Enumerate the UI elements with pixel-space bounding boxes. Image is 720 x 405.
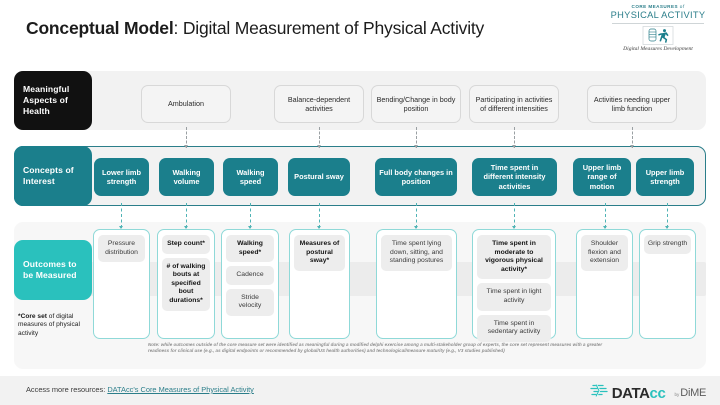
footer-resources-link[interactable]: DATAcc's Core Measures of Physical Activ… <box>107 385 254 394</box>
arrow-bending <box>413 145 418 148</box>
core-set-footnote: *Core set of digital measures of physica… <box>18 313 100 338</box>
concept-card-upper-limb-rom[interactable]: Upper limb range of motion <box>573 158 631 196</box>
connector-postural-sway <box>319 203 320 228</box>
arrow-balance <box>316 145 321 148</box>
outcome-column-walking-speed[interactable]: Walking speed* Cadence Stride velocity <box>221 229 279 339</box>
datacc-mark-icon <box>590 383 608 403</box>
meaningful-aspect-card-intensities[interactable]: Participating in activities of different… <box>469 85 559 123</box>
arrow-walking-speed <box>247 226 252 229</box>
dime-wordmark: DiME <box>680 387 706 399</box>
outcome-column-intensity-activities[interactable]: Time spent in moderate to vigorous physi… <box>472 229 556 342</box>
concept-card-intensity-activities[interactable]: Time spent in different intensity activi… <box>472 158 557 196</box>
dime-logo: by DiME <box>674 387 706 399</box>
page-title-bold: Conceptual Model <box>26 18 174 38</box>
arrow-intensity-activities <box>511 226 516 229</box>
logo-line-3: Digital Measures Development <box>623 46 693 52</box>
connector-walking-speed <box>250 203 251 228</box>
runner-icon <box>602 26 714 45</box>
outcome-chip[interactable]: Time spent in light activity <box>477 283 551 311</box>
connector-lower-limb-strength <box>121 203 122 228</box>
core-set-footnote-bold: *Core set <box>18 313 47 320</box>
outcome-chip-core[interactable]: Step count* <box>162 235 210 254</box>
arrow-full-body-changes <box>413 226 418 229</box>
connector-walking-volume <box>186 203 187 228</box>
outcome-column-full-body-changes[interactable]: Time spent lying down, sitting, and stan… <box>376 229 457 339</box>
outcome-chip[interactable]: Grip strength <box>644 235 691 254</box>
outcome-chip-core[interactable]: # of walking bouts at specified bout dur… <box>162 257 210 311</box>
outcome-chip[interactable]: Stride velocity <box>226 288 274 316</box>
explanatory-note: Note: while outcomes outside of the core… <box>148 342 603 354</box>
footer-resources-text: Access more resources: DATAcc's Core Mea… <box>26 385 254 394</box>
row-label-meaningful-aspects: Meaningful Aspects of Health <box>14 71 92 130</box>
connector-full-body-changes <box>416 203 417 228</box>
datacc-wordmark: DATAcc <box>611 384 666 402</box>
page-title-rest: : Digital Measurement of Physical Activi… <box>173 18 485 38</box>
footer-label: Access more resources: <box>26 385 108 394</box>
connector-intensities <box>514 127 515 148</box>
arrow-upper-limb-strength <box>664 226 669 229</box>
outcome-chip[interactable]: Time spent lying down, sitting, and stan… <box>381 235 452 271</box>
arrow-lower-limb-strength <box>118 226 123 229</box>
concept-card-upper-limb-strength[interactable]: Upper limb strength <box>636 158 694 196</box>
meaningful-aspect-card-bending[interactable]: Bending/Change in body position <box>371 85 461 123</box>
concept-card-walking-volume[interactable]: Walking volume <box>159 158 214 196</box>
outcome-chip-core[interactable]: Measures of postural sway* <box>294 235 345 271</box>
connector-bending <box>416 127 417 148</box>
footer-logos: DATAcc by DiME <box>590 383 706 403</box>
connector-upper-limb <box>632 127 633 148</box>
outcome-chip-core[interactable]: Time spent in moderate to vigorous physi… <box>477 235 551 280</box>
logo-divider <box>612 23 704 24</box>
arrow-walking-volume <box>183 226 188 229</box>
meaningful-aspect-card-balance[interactable]: Balance-dependent activities <box>274 85 364 123</box>
connector-balance <box>319 127 320 148</box>
connector-upper-limb-strength <box>667 203 668 228</box>
meaningful-aspect-card-upper-limb[interactable]: Activities needing upper limb function <box>587 85 677 123</box>
core-set-footnote-rest: of digital measures of physical activity <box>18 313 80 337</box>
outcome-column-walking-volume[interactable]: Step count* # of walking bouts at specif… <box>157 229 215 339</box>
concept-card-lower-limb-strength[interactable]: Lower limb strength <box>94 158 149 196</box>
outcome-column-upper-limb-strength[interactable]: Grip strength <box>639 229 696 339</box>
outcome-column-lower-limb-strength[interactable]: Pressure distribution <box>93 229 150 339</box>
dime-by-label: by <box>674 392 680 397</box>
concept-card-full-body-changes[interactable]: Full body changes in position <box>375 158 457 196</box>
page-title: Conceptual Model: Digital Measurement of… <box>26 18 484 39</box>
logo-line-2: PHYSICAL ACTIVITY <box>610 10 706 20</box>
slide-footer: Access more resources: DATAcc's Core Mea… <box>0 376 720 405</box>
concept-card-walking-speed[interactable]: Walking speed <box>223 158 278 196</box>
outcome-chip[interactable]: Shoulder flexion and extension <box>581 235 628 271</box>
outcome-chip[interactable]: Time spent in sedentary activity <box>477 314 551 342</box>
meaningful-aspect-card-ambulation[interactable]: Ambulation <box>141 85 231 123</box>
outcome-chip-core[interactable]: Walking speed* <box>226 235 274 263</box>
outcome-chip[interactable]: Pressure distribution <box>98 235 145 263</box>
arrow-upper-limb <box>629 145 634 148</box>
row-label-concepts-of-interest: Concepts of Interest <box>14 146 92 206</box>
concept-card-postural-sway[interactable]: Postural sway <box>288 158 350 196</box>
outcome-chip[interactable]: Cadence <box>226 266 274 285</box>
datacc-logo: DATAcc <box>590 383 666 403</box>
connector-ambulation <box>186 127 187 148</box>
connector-intensity-activities <box>514 203 515 228</box>
core-measures-logo: CORE MEASURES of PHYSICAL ACTIVITY <box>602 4 714 56</box>
connector-upper-limb-rom <box>605 203 606 228</box>
arrow-ambulation <box>183 145 188 148</box>
outcome-column-postural-sway[interactable]: Measures of postural sway* <box>289 229 350 339</box>
slide-header: Conceptual Model: Digital Measurement of… <box>0 0 720 62</box>
arrow-upper-limb-rom <box>602 226 607 229</box>
logo-line-1: CORE MEASURES of <box>631 4 685 9</box>
row-label-outcomes: Outcomes to be Measured <box>14 240 92 300</box>
outcome-column-upper-limb-rom[interactable]: Shoulder flexion and extension <box>576 229 633 339</box>
arrow-postural-sway <box>316 226 321 229</box>
arrow-intensities <box>511 145 516 148</box>
